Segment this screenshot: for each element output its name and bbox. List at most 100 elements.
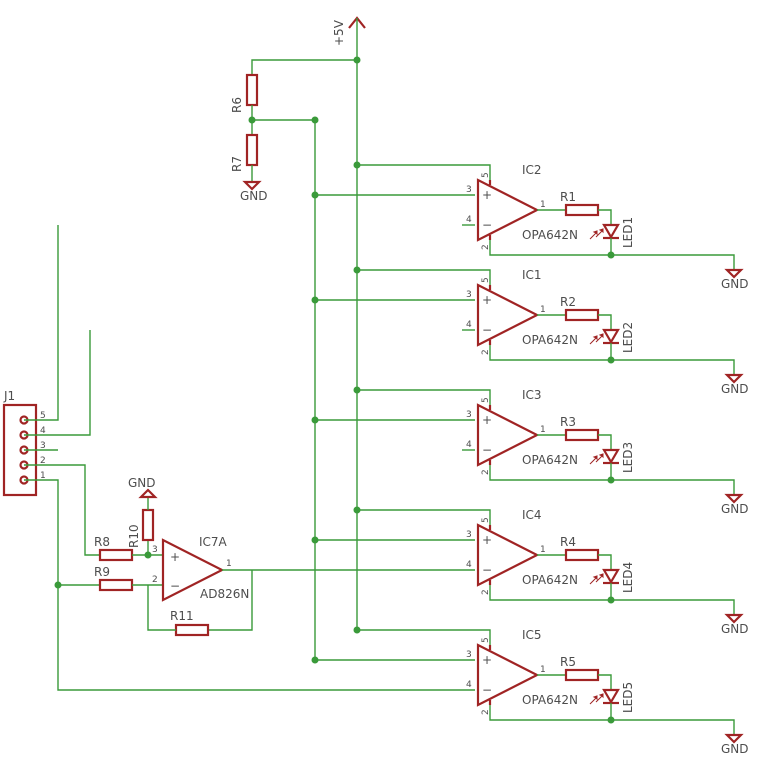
led-emission-icon — [589, 695, 598, 705]
opamp-pin-in-plus: 3 — [466, 650, 472, 660]
opamp-minus-sign: − — [482, 563, 492, 577]
opamp-pin-in-minus: 4 — [466, 440, 472, 450]
led-emission-icon — [589, 575, 598, 585]
comparator-stages: +−34521IC2OPA642NR1LED1GND+−34521IC1OPA6… — [311, 161, 749, 756]
connector-pin-label: 3 — [40, 441, 46, 451]
opamp-pin-out: 1 — [540, 425, 546, 435]
stage-gnd-label: GND — [721, 277, 749, 291]
opamp-pin-vcc: 5 — [481, 277, 491, 283]
stage-led-label: LED1 — [621, 217, 635, 248]
r6-resistor — [245, 73, 259, 107]
opamp-pin-vee: 2 — [481, 709, 491, 715]
led-icon — [602, 328, 620, 345]
opamp-pin-vee: 2 — [481, 589, 491, 595]
r9-label: R9 — [94, 565, 110, 579]
instr-amp-ic7a: R8 GND R10 R9 + − 3 2 1 IC7A AD826N R11 — [54, 476, 475, 637]
opamp-pin-vcc: 5 — [481, 517, 491, 523]
led-emission-icon — [589, 455, 598, 465]
opamp-pin-vcc: 5 — [481, 637, 491, 643]
stage-resistor — [564, 308, 600, 322]
opamp-minus-sign: − — [482, 683, 492, 697]
ground-icon — [138, 488, 158, 499]
stage-gnd-label: GND — [721, 502, 749, 516]
opamp-pin-vee: 2 — [481, 469, 491, 475]
r9-resistor — [98, 578, 134, 592]
stage-ic-name: IC5 — [522, 628, 542, 642]
stage-ic-name: IC4 — [522, 508, 542, 522]
stage-led-label: LED3 — [621, 442, 635, 473]
opamp-pin-in-minus: 4 — [466, 215, 472, 225]
ground-icon — [724, 373, 744, 384]
led-emission-icon — [595, 693, 604, 703]
stage-gnd-label: GND — [721, 742, 749, 756]
stage-ic-name: IC1 — [522, 268, 542, 282]
connector-pin-label: 1 — [40, 471, 46, 481]
stage-resistor-label: R4 — [560, 535, 576, 549]
opamp-triangle — [476, 523, 540, 587]
stage-gnd-label: GND — [721, 382, 749, 396]
led-emission-icon — [595, 453, 604, 463]
stage-resistor — [564, 428, 600, 442]
opamp-pin-vee: 2 — [481, 244, 491, 250]
opamp-pin-out: 1 — [540, 200, 546, 210]
opamp-pin-in-plus: 3 — [466, 530, 472, 540]
stage-ic-part: OPA642N — [522, 453, 578, 467]
r10-resistor — [141, 508, 155, 542]
ic7a-pin3: 3 — [152, 545, 158, 555]
ic7a-pin2: 2 — [152, 575, 158, 585]
stage-resistor — [564, 668, 600, 682]
opamp-pin-out: 1 — [540, 665, 546, 675]
stage-resistor-label: R3 — [560, 415, 576, 429]
opamp-minus-sign: − — [170, 579, 180, 593]
opamp-minus-sign: − — [482, 323, 492, 337]
r6-label: R6 — [230, 97, 244, 113]
connector-j1: J1 5 4 3 2 1 — [2, 225, 475, 691]
supply-rail: +5V GND R6 R7 — [230, 16, 366, 660]
r10-label: R10 — [127, 524, 141, 548]
opamp-pin-in-plus: 3 — [466, 185, 472, 195]
opamp-pin-vcc: 5 — [481, 397, 491, 403]
r7-label: R7 — [230, 156, 244, 172]
r7-resistor — [245, 133, 259, 167]
ground-icon — [724, 493, 744, 504]
ground-icon — [724, 733, 744, 744]
opamp-pin-in-minus: 4 — [466, 320, 472, 330]
ic7a-pin1: 1 — [226, 559, 232, 569]
stage-ic-part: OPA642N — [522, 333, 578, 347]
stage-ic-name: IC2 — [522, 163, 542, 177]
led-icon — [602, 448, 620, 465]
connector-label: J1 — [3, 389, 15, 403]
stage-resistor — [564, 548, 600, 562]
led-icon — [602, 223, 620, 240]
r8-label: R8 — [94, 535, 110, 549]
opamp-pin-in-minus: 4 — [466, 560, 472, 570]
led-icon — [602, 688, 620, 705]
opamp-minus-sign: − — [482, 443, 492, 457]
connector-pin-label: 2 — [40, 456, 46, 466]
ic7a-part: AD826N — [200, 587, 249, 601]
opamp-triangle — [476, 178, 540, 242]
stage-resistor — [564, 203, 600, 217]
stage-ic-name: IC3 — [522, 388, 542, 402]
led-emission-icon — [595, 573, 604, 583]
opamp-pin-in-plus: 3 — [466, 410, 472, 420]
opamp-pin-out: 1 — [540, 545, 546, 555]
stage-led-label: LED5 — [621, 682, 635, 713]
opamp-pin-in-minus: 4 — [466, 680, 472, 690]
r8-resistor — [98, 548, 134, 562]
stage-resistor-label: R5 — [560, 655, 576, 669]
ground-icon — [242, 180, 262, 191]
opamp-triangle — [161, 538, 225, 602]
stage-gnd-label: GND — [721, 622, 749, 636]
stage-resistor-label: R1 — [560, 190, 576, 204]
opamp-plus-sign: + — [482, 188, 492, 202]
opamp-triangle — [476, 283, 540, 347]
r11-label: R11 — [170, 609, 194, 623]
ground-icon — [724, 613, 744, 624]
opamp-pin-vee: 2 — [481, 349, 491, 355]
connector-pin-label: 4 — [40, 426, 46, 436]
